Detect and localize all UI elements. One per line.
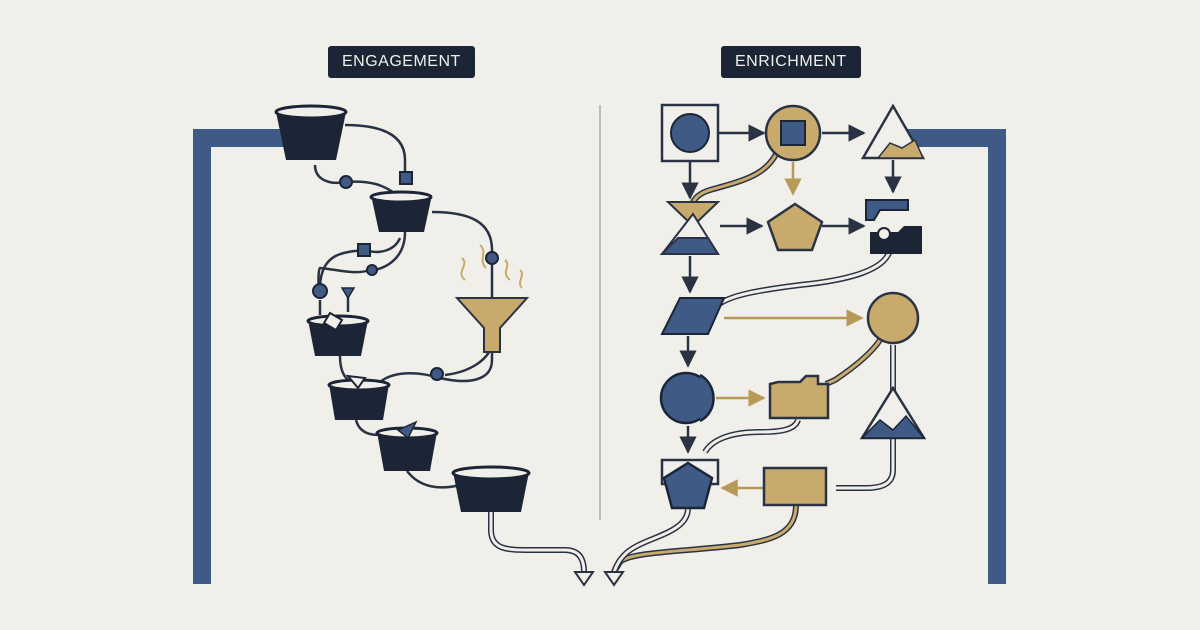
enrichment-tubes <box>611 143 896 574</box>
node-mountain-peak <box>859 385 927 440</box>
enrichment-connectors <box>679 124 902 454</box>
node-gold-pentagon <box>766 202 824 252</box>
gold-funnel-icon <box>454 244 530 353</box>
node-square-pentagon <box>660 458 720 510</box>
engagement-bucket-1 <box>274 104 348 160</box>
right-bracket <box>900 129 1006 584</box>
engagement-connectors <box>313 123 494 489</box>
node-gold-circle-square <box>764 104 822 162</box>
node-hourglass <box>659 201 721 255</box>
node-folder-stack <box>865 199 922 254</box>
engagement-output-pipe <box>488 512 587 573</box>
enrichment-output-arrow <box>603 571 625 587</box>
node-parallelogram <box>660 297 726 335</box>
node-cylinder <box>659 371 715 425</box>
node-square-circle <box>660 103 720 163</box>
engagement-label: ENGAGEMENT <box>328 46 475 78</box>
left-bracket <box>193 129 300 584</box>
node-gold-folder <box>768 374 830 420</box>
engagement-bucket-3 <box>306 311 370 356</box>
engagement-connector-dots <box>312 171 499 381</box>
engagement-bucket-6 <box>451 465 531 512</box>
node-gold-rectangle <box>762 466 828 507</box>
engagement-bucket-4 <box>327 374 391 420</box>
node-gold-circle <box>866 291 920 345</box>
enrichment-label: ENRICHMENT <box>721 46 861 78</box>
engagement-output-arrow <box>573 571 595 587</box>
engagement-bucket-2 <box>369 190 433 232</box>
engagement-bucket-5 <box>375 420 439 471</box>
node-mountain-triangle <box>860 103 926 160</box>
